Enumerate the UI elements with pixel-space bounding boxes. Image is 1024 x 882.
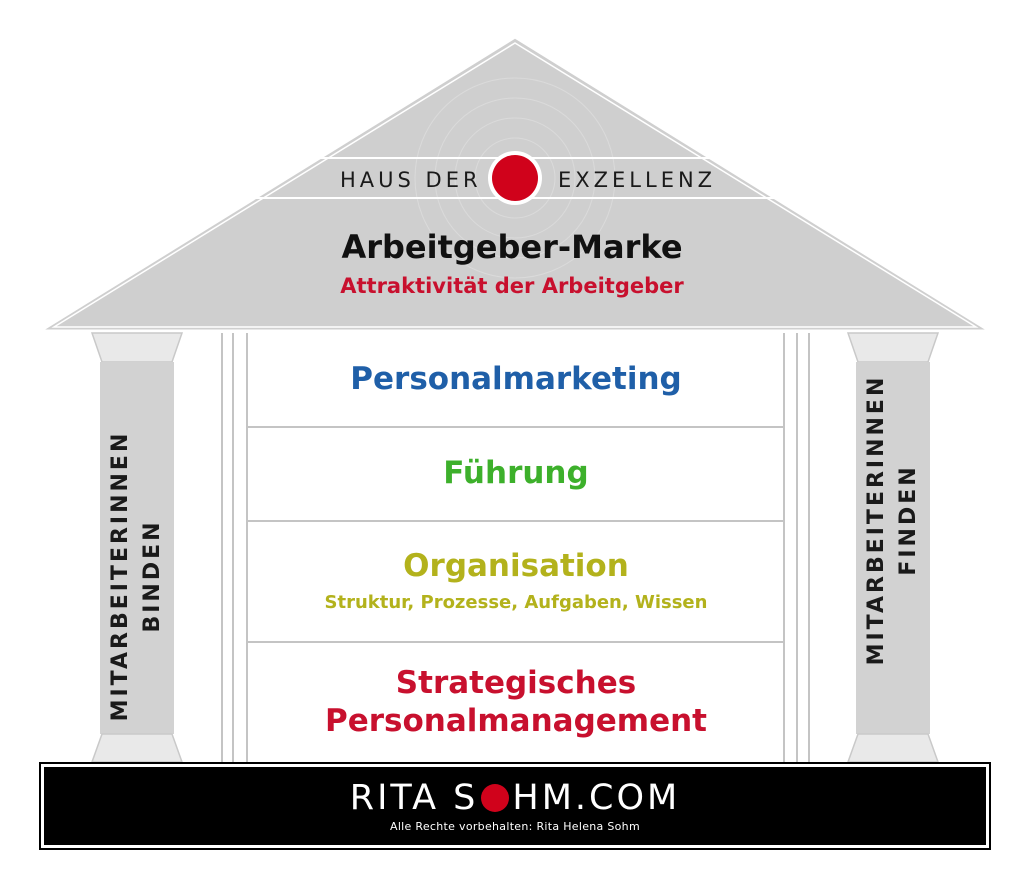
floor-organisation: Organisation — [403, 548, 629, 584]
left-pillar-label: MITARBEITERINNEN BINDEN — [105, 389, 169, 763]
left-pillar-line2: BINDEN — [140, 519, 165, 633]
right-pillar-label: MITARBEITERINNEN FINDEN — [861, 333, 925, 707]
roof-subtitle: Attraktivität der Arbeitgeber — [340, 274, 684, 298]
base — [44, 767, 986, 845]
brand-dot-icon — [481, 784, 510, 812]
roof-sign-left: HAUS DER — [340, 168, 482, 192]
roof-rings — [414, 77, 616, 279]
floor-strategisches-line1: Strategisches — [395, 665, 637, 701]
floor-organisation-sublabel: Struktur, Prozesse, Aufgaben, Wissen — [324, 592, 708, 613]
floor-strategisches-line2: Personalmanagement — [324, 703, 708, 739]
brand-left: RITA S — [349, 778, 479, 818]
brand-right: HM.COM — [512, 778, 681, 818]
right-pillar-line1: MITARBEITERINNEN — [864, 374, 889, 666]
floor-personalmarketing: Personalmarketing — [350, 361, 682, 397]
brand-logo: RITA S HM.COM — [42, 778, 988, 818]
left-pillar-line1: MITARBEITERINNEN — [108, 430, 133, 722]
roof-title: Arbeitgeber-Marke — [341, 228, 683, 266]
right-pillar — [856, 362, 930, 734]
roof-sign-right: EXZELLENZ — [558, 168, 717, 192]
copyright: Alle Rechte vorbehalten: Rita Helena Soh… — [390, 820, 640, 833]
right-pillar-line2: FINDEN — [896, 464, 921, 576]
left-pillar — [100, 362, 174, 734]
base-outline — [39, 762, 991, 850]
floor-fuehrung: Führung — [443, 455, 589, 491]
